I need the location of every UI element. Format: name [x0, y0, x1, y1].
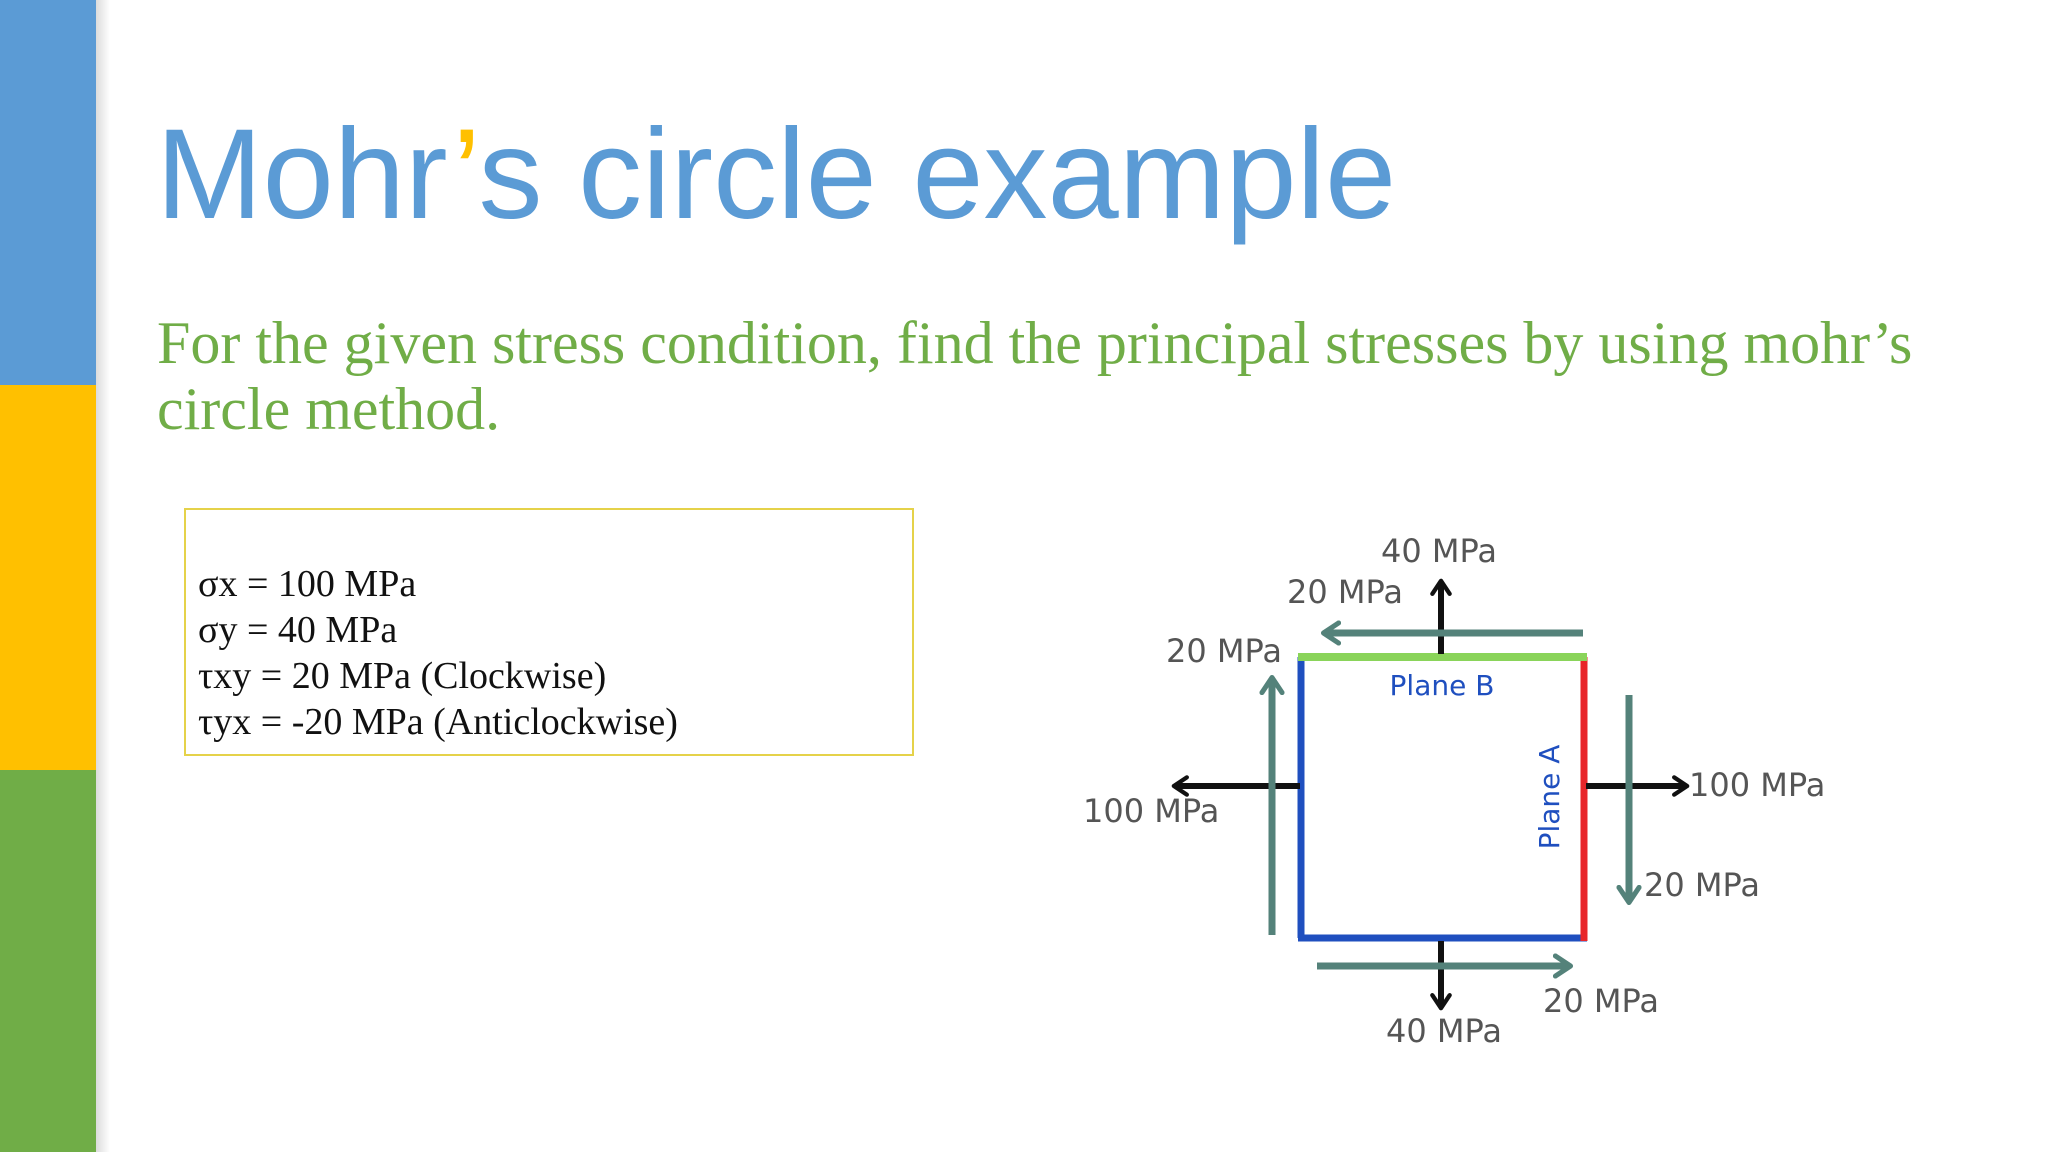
title-main: Mohr	[156, 103, 453, 246]
title-rest: s circle example	[478, 103, 1397, 246]
label-shear-left: 20 MPa	[1166, 632, 1282, 670]
plane-b-label: Plane B	[1390, 669, 1495, 702]
label-shear-bottom: 20 MPa	[1543, 982, 1659, 1020]
label-normal-right: 100 MPa	[1689, 766, 1825, 804]
label-normal-bottom: 40 MPa	[1386, 1012, 1502, 1050]
slide-title: Mohr’s circle example	[156, 100, 1396, 250]
accent-stripe-green	[0, 770, 96, 1152]
slide-subtitle: For the given stress condition, find the…	[157, 310, 1913, 442]
label-normal-top: 40 MPa	[1381, 532, 1497, 570]
given-tau-yx: τyx = -20 MPa (Anticlockwise)	[198, 701, 678, 743]
accent-stripe-yellow	[0, 385, 96, 770]
title-apostrophe: ’	[452, 103, 479, 246]
label-shear-top: 20 MPa	[1287, 573, 1403, 611]
stripe-shadow	[96, 0, 110, 1152]
plane-a-label: Plane A	[1533, 745, 1566, 850]
given-values-box	[184, 508, 914, 756]
label-shear-right: 20 MPa	[1644, 866, 1760, 904]
given-sigma-y: σy = 40 MPa	[198, 609, 398, 651]
given-sigma-x: σx = 100 MPa	[198, 563, 417, 605]
stress-element-diagram: Plane B Plane A 40 MPa 20 MPa 20 MPa 100…	[1083, 532, 1825, 1050]
given-tau-xy: τxy = 20 MPa (Clockwise)	[198, 655, 607, 697]
label-normal-left: 100 MPa	[1083, 792, 1219, 830]
accent-stripe-blue	[0, 0, 96, 385]
